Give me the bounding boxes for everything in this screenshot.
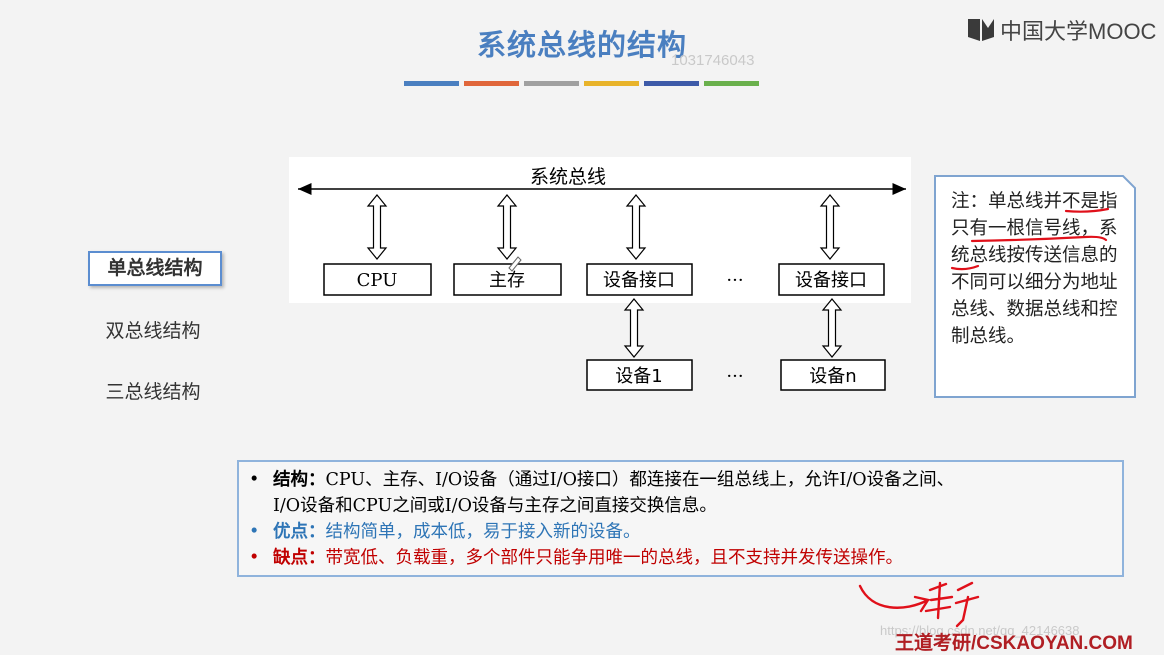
- memory-bus-arrow: [496, 194, 518, 260]
- cons-bullet: •: [249, 548, 260, 568]
- structure-line-2: I/O设备和CPU之间或I/O设备与主存之间直接交换信息。: [273, 493, 717, 519]
- device-1-label: 设备1: [615, 366, 662, 387]
- note-callout: [934, 175, 1136, 398]
- mooc-logo-text: 中国大学MOOC: [1000, 19, 1157, 44]
- bottom-ellipsis: ···: [726, 366, 743, 387]
- note-underline-annotations: [950, 207, 1110, 271]
- sidebar-item-dual-bus[interactable]: 双总线结构: [105, 320, 201, 342]
- title-stripe: [404, 81, 459, 86]
- structure-bullet: •: [249, 470, 260, 490]
- device-1-box: 设备1: [586, 359, 693, 391]
- pros-bullet: •: [249, 522, 260, 542]
- device-n-box: 设备n: [780, 359, 886, 391]
- sidebar-item-single-bus[interactable]: 单总线结构: [88, 251, 222, 286]
- structure-label: 结构：: [273, 470, 326, 490]
- watermark-id: 1031746043: [671, 52, 755, 69]
- cpu-label: CPU: [357, 270, 398, 291]
- interface-device-n-arrow: [821, 298, 843, 358]
- main-memory-box: 主存: [453, 263, 562, 296]
- pros-text: 结构简单，成本低，易于接入新的设备。: [325, 522, 641, 542]
- system-bus-label: 系统总线: [530, 166, 606, 188]
- footer-brand: 王道考研/CSKAOYAN.COM: [895, 633, 1133, 654]
- title-stripe: [584, 81, 639, 86]
- pen-cursor-icon: [508, 256, 522, 272]
- structure-line: • 结构：CPU、主存、I/O设备（通过I/O接口）都连接在一组总线上，允许I/O…: [249, 467, 954, 493]
- footer-faded-url: https://blog.csdn.net/qq_42146638: [880, 623, 1080, 638]
- main-memory-label: 主存: [489, 270, 525, 291]
- interface-device-1-arrow: [623, 298, 645, 358]
- cpu-bus-arrow: [366, 194, 388, 260]
- mooc-logo-icon: [968, 19, 994, 41]
- sidebar-item-triple-bus[interactable]: 三总线结构: [105, 381, 201, 403]
- pros-label: 优点：: [273, 522, 326, 542]
- interface-1-bus-arrow: [625, 194, 647, 260]
- pros-line: • 优点：结构简单，成本低，易于接入新的设备。: [249, 519, 641, 545]
- note-text: 注：单总线并不是指只有一根信号线，系统总线按传送信息的不同可以细分为地址总线、数…: [951, 191, 1118, 347]
- slide-title: 系统总线的结构: [476, 28, 687, 62]
- device-interface-box-1: 设备接口: [586, 263, 693, 296]
- cons-line: • 缺点：带宽低、负载重，多个部件只能争用唯一的总线，且不支持并发传送操作。: [249, 545, 903, 571]
- device-interface-label-n: 设备接口: [795, 270, 867, 291]
- cons-text: 带宽低、负载重，多个部件只能争用唯一的总线，且不支持并发传送操作。: [325, 548, 904, 568]
- cons-label: 缺点：: [273, 548, 326, 568]
- device-n-label: 设备n: [809, 366, 856, 387]
- mooc-logo: 中国大学MOOC: [966, 14, 1156, 46]
- interface-n-bus-arrow: [819, 194, 841, 260]
- title-stripe: [464, 81, 519, 86]
- device-interface-box-n: 设备接口: [778, 263, 885, 296]
- cpu-box: CPU: [323, 263, 432, 296]
- device-interface-label-1: 设备接口: [603, 270, 675, 291]
- info-box: [237, 460, 1124, 577]
- structure-text: CPU、主存、I/O设备（通过I/O接口）都连接在一组总线上，允许I/O设备之间…: [325, 470, 955, 490]
- title-stripe: [644, 81, 699, 86]
- top-ellipsis: ···: [726, 270, 743, 291]
- structure-text-2: I/O设备和CPU之间或I/O设备与主存之间直接交换信息。: [273, 496, 717, 516]
- title-stripe: [524, 81, 579, 86]
- title-stripe: [704, 81, 759, 86]
